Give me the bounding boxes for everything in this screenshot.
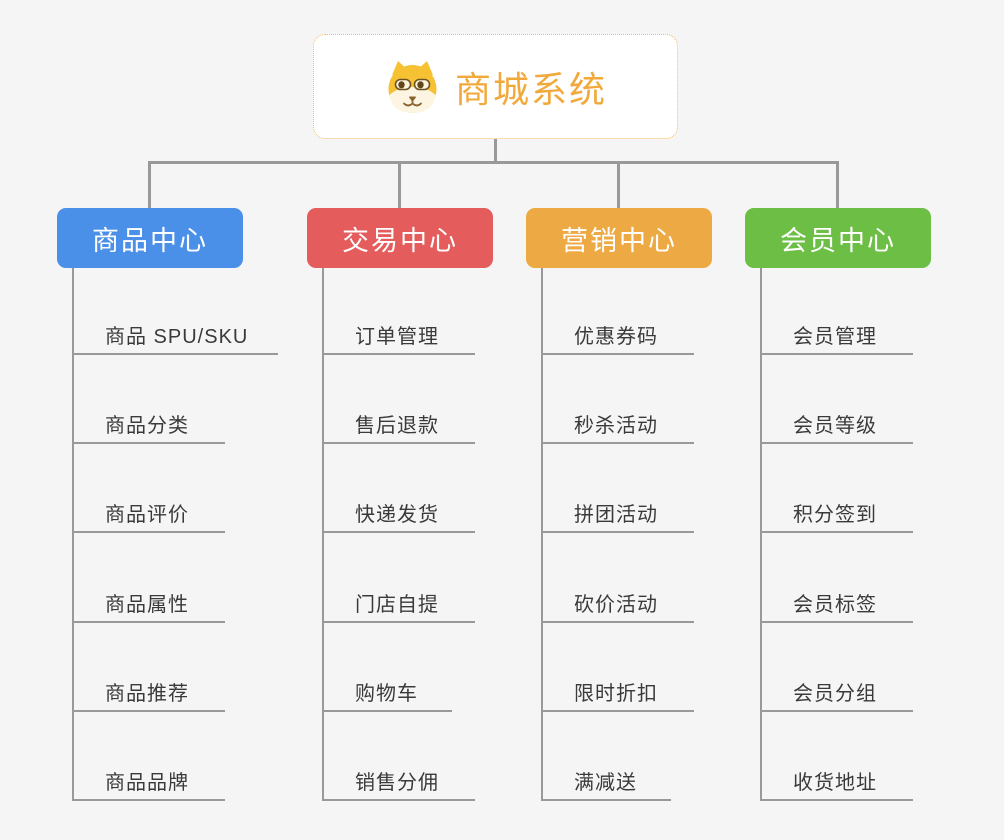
leaf-node[interactable]: 商品品牌	[72, 755, 225, 801]
leaf-label: 会员管理	[793, 326, 877, 348]
leaf-node[interactable]: 积分签到	[760, 487, 913, 533]
leaf-node[interactable]: 商品 SPU/SKU	[72, 309, 278, 355]
leaf-label: 砍价活动	[574, 594, 658, 616]
leaf-label: 订单管理	[355, 326, 439, 348]
leaf-label: 销售分佣	[355, 772, 439, 794]
leaf-label: 积分签到	[793, 504, 877, 526]
leaf-label: 满减送	[574, 772, 637, 794]
branch-label: 交易中心	[342, 225, 458, 256]
connector-drop-marketing	[617, 161, 620, 208]
leaf-label: 商品评价	[105, 504, 189, 526]
trunk-member-center	[760, 268, 762, 801]
leaf-label: 商品 SPU/SKU	[105, 326, 249, 348]
leaf-node[interactable]: 满减送	[541, 755, 671, 801]
leaf-node[interactable]: 商品分类	[72, 398, 225, 444]
leaf-node[interactable]: 收货地址	[760, 755, 913, 801]
leaf-label: 商品属性	[105, 594, 189, 616]
branch-label: 商品中心	[92, 225, 208, 256]
leaf-label: 快递发货	[355, 504, 439, 526]
leaf-node[interactable]: 商品推荐	[72, 666, 225, 712]
leaf-node[interactable]: 快递发货	[322, 487, 475, 533]
leaf-node[interactable]: 砍价活动	[541, 577, 694, 623]
leaf-label: 限时折扣	[574, 683, 658, 705]
leaf-node[interactable]: 限时折扣	[541, 666, 694, 712]
dog-face-icon	[388, 60, 437, 113]
root-node[interactable]: 商城系统	[313, 34, 678, 139]
leaf-node[interactable]: 商品评价	[72, 487, 225, 533]
leaf-node[interactable]: 会员标签	[760, 577, 913, 623]
leaf-node[interactable]: 秒杀活动	[541, 398, 694, 444]
trunk-product-center	[72, 268, 74, 801]
leaf-node[interactable]: 门店自提	[322, 577, 475, 623]
leaf-label: 商品品牌	[105, 772, 189, 794]
branch-label: 会员中心	[780, 225, 896, 256]
branch-node-member-center[interactable]: 会员中心	[745, 208, 931, 268]
leaf-label: 会员分组	[793, 683, 877, 705]
leaf-node[interactable]: 售后退款	[322, 398, 475, 444]
leaf-label: 门店自提	[355, 594, 439, 616]
leaf-node[interactable]: 订单管理	[322, 309, 475, 355]
leaf-label: 会员标签	[793, 594, 877, 616]
trunk-trade-center	[322, 268, 324, 801]
leaf-label: 商品分类	[105, 415, 189, 437]
root-title: 商城系统	[454, 68, 607, 110]
branch-node-marketing-center[interactable]: 营销中心	[526, 208, 712, 268]
leaf-label: 售后退款	[355, 415, 439, 437]
leaf-node[interactable]: 会员分组	[760, 666, 913, 712]
connector-drop-member	[836, 161, 839, 208]
leaf-label: 秒杀活动	[574, 415, 658, 437]
leaf-label: 收货地址	[793, 772, 877, 794]
leaf-node[interactable]: 销售分佣	[322, 755, 475, 801]
connector-root-drop	[494, 139, 497, 163]
connector-horizontal	[148, 161, 839, 164]
leaf-label: 优惠券码	[574, 326, 658, 348]
leaf-node[interactable]: 商品属性	[72, 577, 225, 623]
branch-node-product-center[interactable]: 商品中心	[57, 208, 243, 268]
leaf-label: 会员等级	[793, 415, 877, 437]
leaf-node[interactable]: 优惠券码	[541, 309, 694, 355]
trunk-marketing-center	[541, 268, 543, 801]
leaf-label: 商品推荐	[105, 683, 189, 705]
connector-drop-trade	[398, 161, 401, 208]
branch-node-trade-center[interactable]: 交易中心	[307, 208, 493, 268]
branch-label: 营销中心	[561, 225, 677, 256]
leaf-label: 拼团活动	[574, 504, 658, 526]
leaf-node[interactable]: 购物车	[322, 666, 452, 712]
leaf-node[interactable]: 会员管理	[760, 309, 913, 355]
leaf-label: 购物车	[355, 683, 418, 705]
connector-drop-product	[148, 161, 151, 208]
leaf-node[interactable]: 会员等级	[760, 398, 913, 444]
leaf-node[interactable]: 拼团活动	[541, 487, 694, 533]
